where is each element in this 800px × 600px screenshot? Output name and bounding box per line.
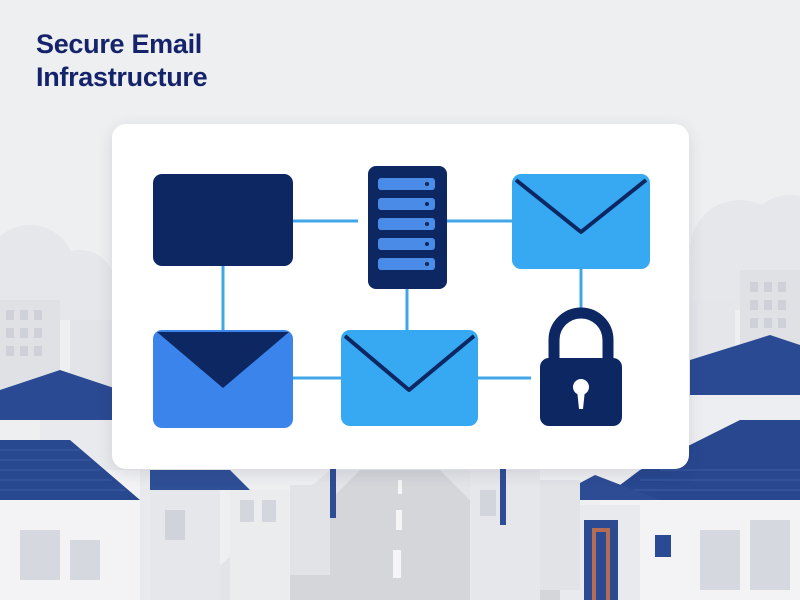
mailbox-block-icon <box>153 174 293 266</box>
outgoing-envelope-icon <box>512 174 650 269</box>
incoming-envelope-icon <box>153 330 293 428</box>
network-diagram-card <box>112 124 689 469</box>
server-rack-icon <box>368 166 447 289</box>
page-title: Secure Email Infrastructure <box>36 28 208 94</box>
connector-lines <box>221 219 583 380</box>
left-houses <box>0 370 336 600</box>
relay-envelope-icon <box>341 330 478 426</box>
right-houses <box>470 335 800 600</box>
padlock-icon <box>540 307 622 426</box>
network-diagram <box>153 166 650 428</box>
page-title-line1: Secure Email <box>36 29 202 59</box>
page-title-line2: Infrastructure <box>36 62 208 92</box>
